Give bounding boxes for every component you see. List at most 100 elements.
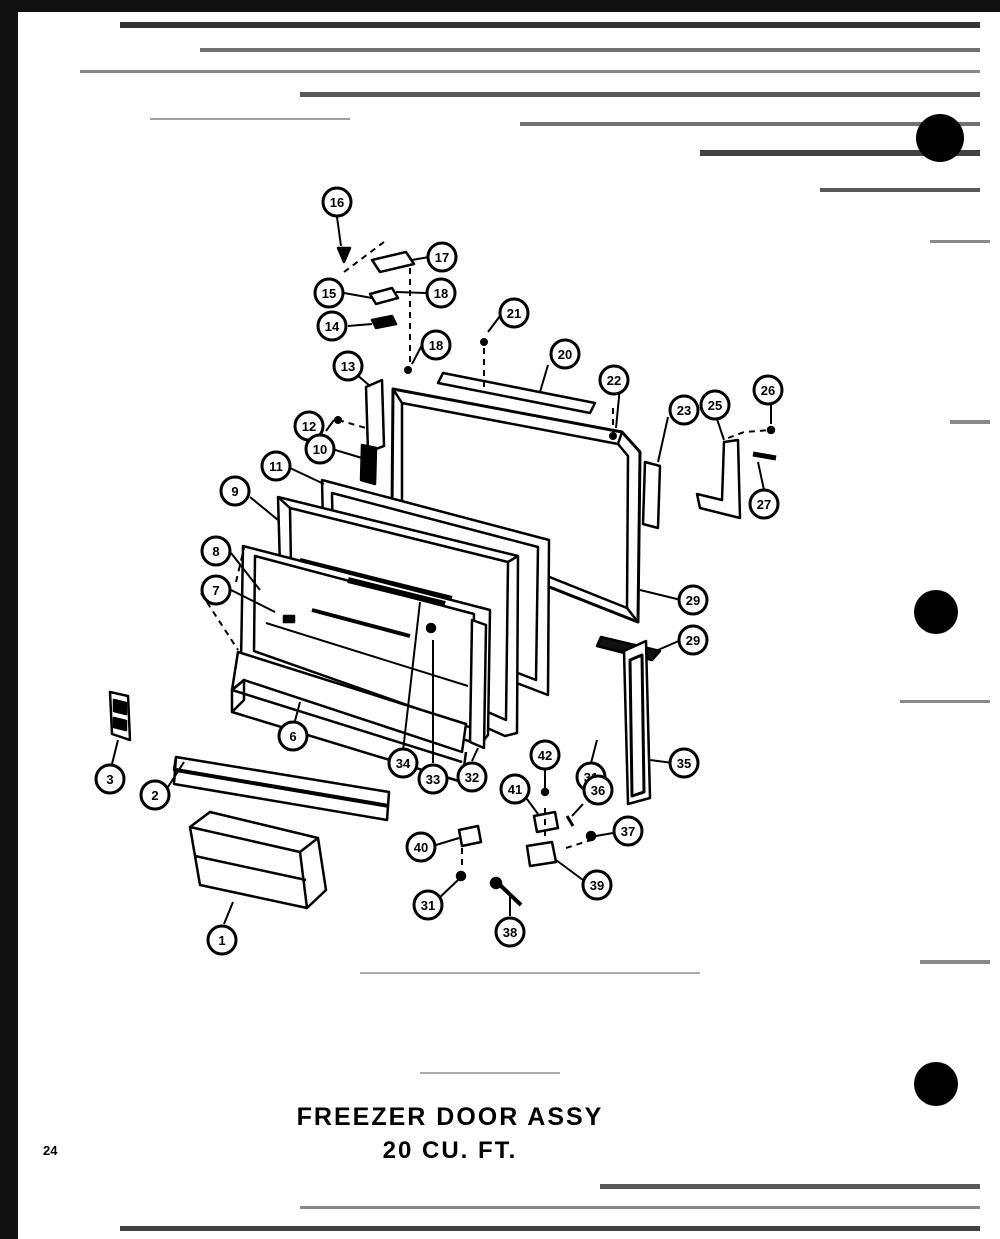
svg-text:12: 12 <box>302 419 316 434</box>
callout-9: 9 <box>219 475 251 507</box>
callout-29: 29 <box>677 584 709 616</box>
callout-40: 40 <box>405 831 437 863</box>
callout-20: 20 <box>549 338 581 370</box>
callout-25: 25 <box>699 389 731 421</box>
svg-text:26: 26 <box>761 383 775 398</box>
callouts: 16 17 15 18 14 21 18 20 13 22 12 26 25 2… <box>94 186 784 956</box>
svg-text:16: 16 <box>330 195 344 210</box>
svg-text:41: 41 <box>508 782 522 797</box>
callout-41: 41 <box>499 773 531 805</box>
callout-18: 18 <box>425 277 457 309</box>
callout-3: 3 <box>94 763 126 795</box>
callout-33: 33 <box>417 763 449 795</box>
callout-36: 36 <box>582 774 614 806</box>
callout-13: 13 <box>332 350 364 382</box>
callout-7: 7 <box>200 574 232 606</box>
svg-text:15: 15 <box>322 286 336 301</box>
callout-29-b: 29 <box>677 624 709 656</box>
callout-21: 21 <box>498 297 530 329</box>
svg-text:8: 8 <box>212 544 219 559</box>
svg-text:34: 34 <box>396 756 411 771</box>
callout-38: 38 <box>494 916 526 948</box>
svg-text:32: 32 <box>465 770 479 785</box>
callout-2: 2 <box>139 779 171 811</box>
callout-27: 27 <box>748 488 780 520</box>
assembly-lines <box>200 241 772 870</box>
callout-26: 26 <box>752 374 784 406</box>
callout-14: 14 <box>316 310 348 342</box>
callout-34: 34 <box>387 747 419 779</box>
svg-text:18: 18 <box>434 286 448 301</box>
part-storage-bin <box>188 810 328 910</box>
svg-text:9: 9 <box>231 484 238 499</box>
callout-42: 42 <box>529 739 561 771</box>
svg-text:25: 25 <box>708 398 722 413</box>
callout-12: 12 <box>293 410 325 442</box>
svg-text:22: 22 <box>607 373 621 388</box>
part-hinge-cover <box>364 378 386 454</box>
page-number: 24 <box>43 1143 58 1158</box>
callout-11: 11 <box>260 450 292 482</box>
part-top-hinge-bracket <box>695 425 777 520</box>
svg-text:3: 3 <box>106 772 113 787</box>
svg-text:6: 6 <box>289 729 296 744</box>
svg-text:1: 1 <box>218 933 225 948</box>
part-door-handle <box>622 639 652 806</box>
callout-31-b: 31 <box>412 889 444 921</box>
part-top-trim-strip <box>436 371 597 415</box>
callout-22: 22 <box>598 364 630 396</box>
part-fasteners <box>334 338 617 630</box>
leader-lines <box>111 216 772 925</box>
callout-6: 6 <box>277 720 309 752</box>
svg-text:10: 10 <box>313 442 327 457</box>
svg-text:7: 7 <box>212 583 219 598</box>
callout-17: 17 <box>426 241 458 273</box>
callout-39: 39 <box>581 869 613 901</box>
part-shelf-front-rail <box>172 755 391 822</box>
diagram-subtitle: 20 CU. FT. <box>382 1137 518 1164</box>
svg-text:33: 33 <box>426 772 440 787</box>
svg-text:20: 20 <box>558 347 572 362</box>
svg-text:31: 31 <box>421 898 435 913</box>
part-side-trim-strip <box>468 618 488 750</box>
callout-8: 8 <box>200 535 232 567</box>
callout-35: 35 <box>668 747 700 779</box>
diagram-title: FREEZER DOOR ASSY <box>296 1103 604 1131</box>
svg-text:36: 36 <box>591 783 605 798</box>
svg-text:42: 42 <box>538 748 552 763</box>
callout-15: 15 <box>313 277 345 309</box>
callout-18-b: 18 <box>420 329 452 361</box>
svg-text:11: 11 <box>269 459 283 474</box>
svg-text:13: 13 <box>341 359 355 374</box>
binder-hole-top <box>916 114 964 162</box>
binder-hole-bottom <box>914 1062 958 1106</box>
binder-hole-middle <box>914 590 958 634</box>
part-side-bracket <box>641 460 662 530</box>
callout-37: 37 <box>612 815 644 847</box>
svg-text:14: 14 <box>325 319 340 334</box>
binder-holes <box>914 114 964 1106</box>
callout-23: 23 <box>668 394 700 426</box>
svg-text:29: 29 <box>686 593 700 608</box>
svg-text:35: 35 <box>677 756 691 771</box>
svg-text:2: 2 <box>151 788 158 803</box>
svg-text:17: 17 <box>435 250 449 265</box>
svg-text:21: 21 <box>507 306 521 321</box>
callout-32: 32 <box>456 761 488 793</box>
svg-text:18: 18 <box>429 338 443 353</box>
svg-text:37: 37 <box>621 824 635 839</box>
callout-16: 16 <box>321 186 353 218</box>
svg-text:40: 40 <box>414 840 428 855</box>
svg-text:27: 27 <box>757 497 771 512</box>
part-hinge-shim <box>359 443 378 486</box>
callout-10: 10 <box>304 433 336 465</box>
part-upper-hinge-assembly <box>336 246 416 330</box>
svg-text:38: 38 <box>503 925 517 940</box>
svg-text:23: 23 <box>677 403 691 418</box>
part-shelf-end-cap <box>108 690 132 742</box>
svg-text:39: 39 <box>590 878 604 893</box>
svg-text:29: 29 <box>686 633 700 648</box>
